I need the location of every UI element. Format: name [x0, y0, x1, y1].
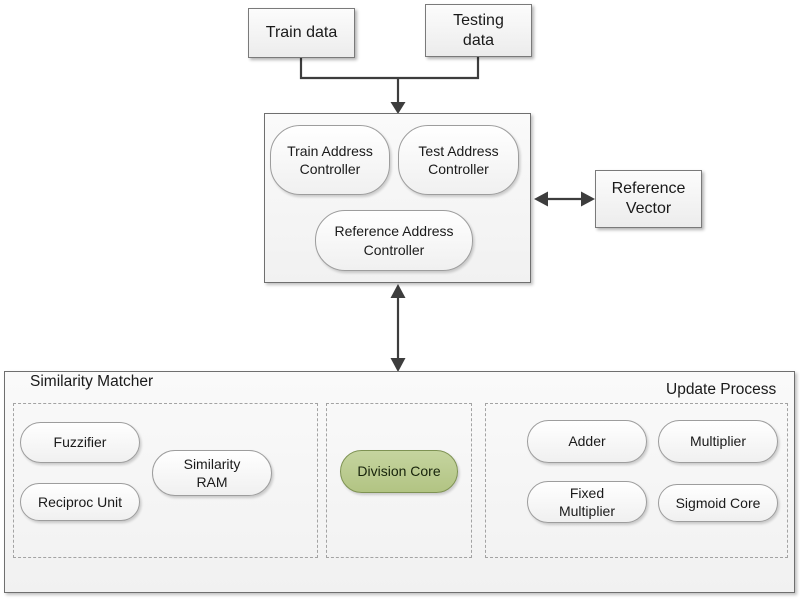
arrowhead-down-to-matcher	[390, 358, 406, 372]
node-reciproc-unit: Reciproc Unit	[20, 483, 140, 521]
division-core-group	[326, 403, 472, 558]
node-reference-address-controller: Reference Address Controller	[315, 210, 473, 271]
arrowhead-up-to-controller	[390, 284, 406, 298]
node-sigmoid-core: Sigmoid Core	[658, 484, 778, 522]
similarity-matcher-label: Similarity Matcher	[30, 373, 154, 390]
node-fixed-multiplier: Fixed Multiplier	[527, 481, 647, 523]
node-similarity-ram: Similarity RAM	[152, 450, 272, 496]
node-testing-data: Testing data	[425, 4, 532, 57]
similarity-matcher-group	[13, 403, 318, 558]
node-train-address-controller: Train Address Controller	[270, 125, 390, 195]
node-reference-vector: Reference Vector	[595, 170, 702, 228]
merge-connector-line	[299, 57, 480, 80]
update-process-group	[485, 403, 788, 558]
node-fuzzifier: Fuzzifier	[20, 422, 140, 463]
arrowhead-left-to-controller	[534, 191, 548, 207]
node-multiplier: Multiplier	[658, 420, 778, 463]
node-division-core: Division Core	[340, 450, 458, 493]
node-train-data: Train data	[248, 8, 355, 58]
arrowhead-right-to-reference-vector	[581, 191, 595, 207]
update-process-label: Update Process	[666, 381, 777, 398]
node-test-address-controller: Test Address Controller	[398, 125, 519, 195]
node-adder: Adder	[527, 420, 647, 463]
